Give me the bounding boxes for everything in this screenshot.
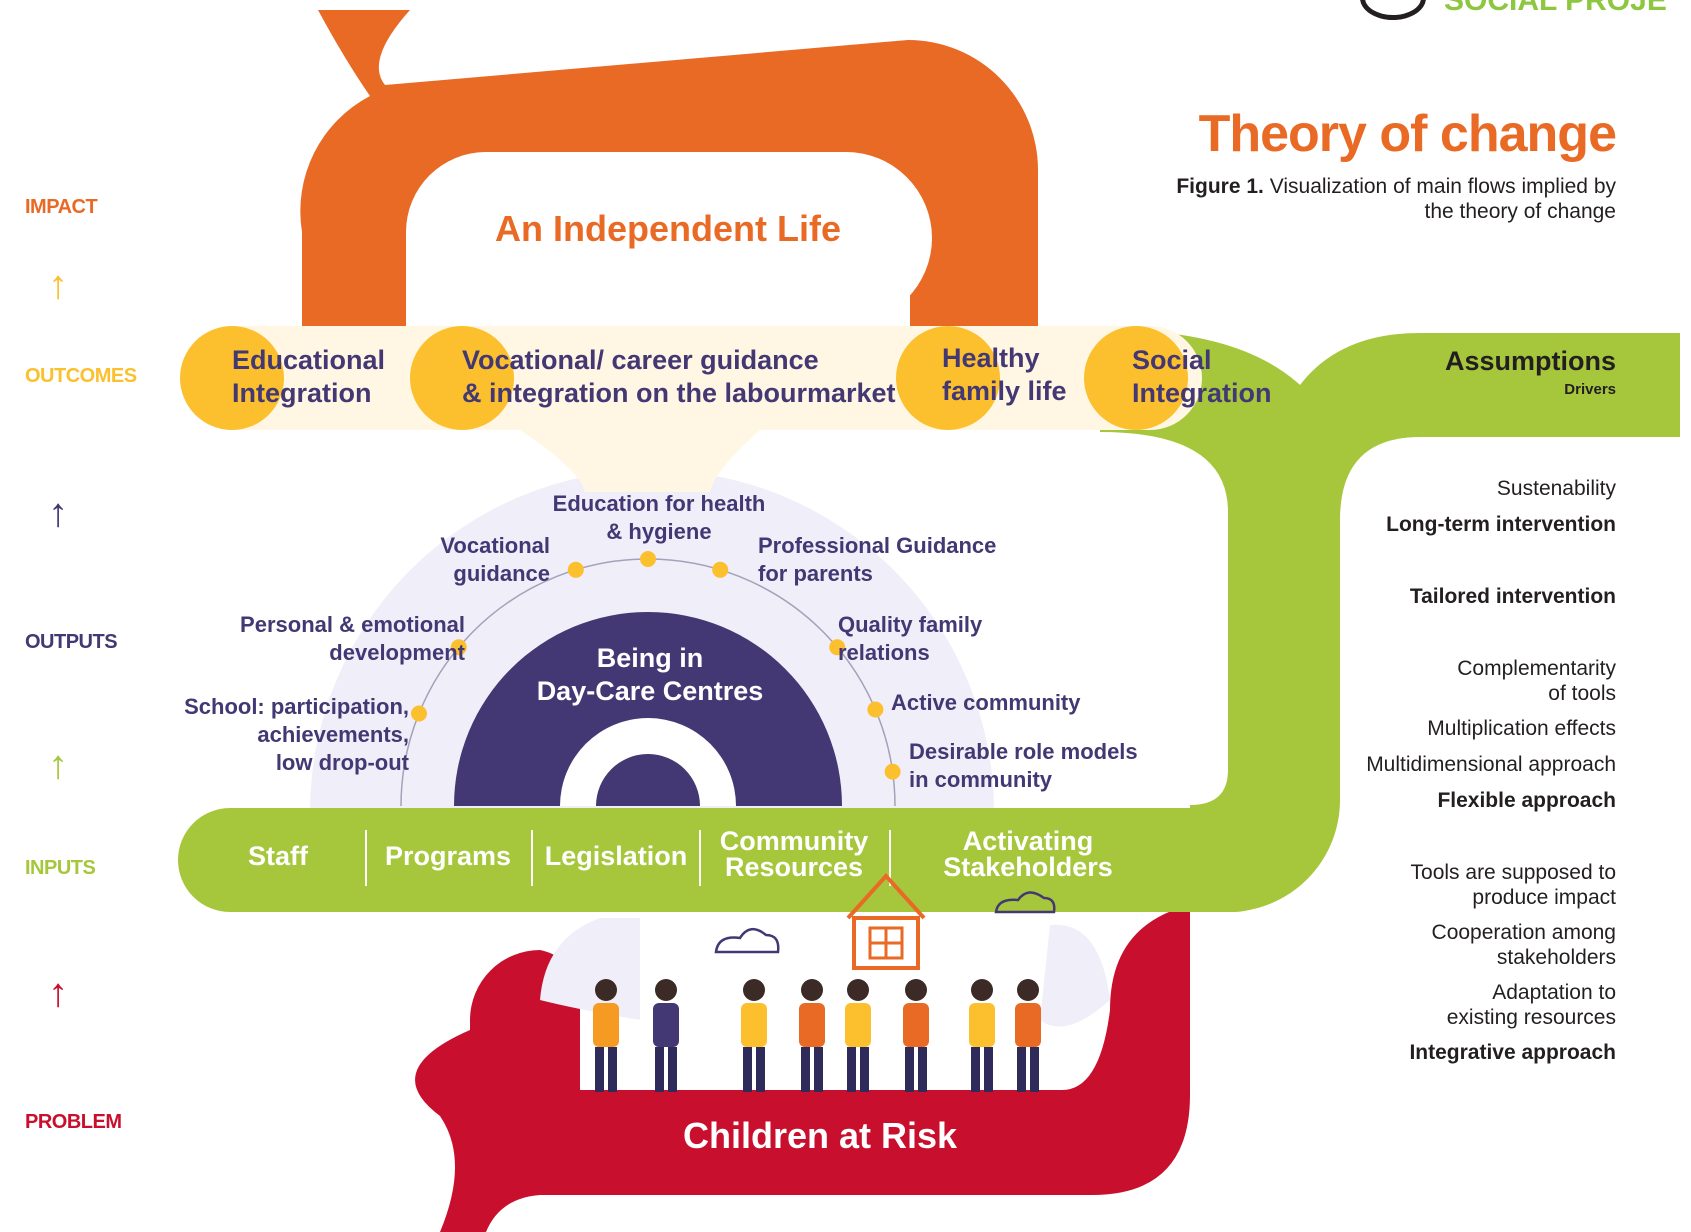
problem-label: Children at Risk (683, 1115, 958, 1156)
outcome-dot (410, 326, 514, 430)
output-dot (884, 763, 901, 780)
child-figure (741, 979, 767, 1092)
assumption-item: Complementarity of tools (1457, 657, 1616, 705)
day-care-centre-core (454, 612, 842, 806)
level-label-outputs: OUTPUTS (25, 631, 118, 653)
level-label-inputs: INPUTS (25, 857, 96, 879)
input-label: Staff (248, 841, 309, 871)
outcome-label: Vocational/ career guidance& integration… (462, 345, 896, 408)
caption-text: Visualization of main flows implied by t… (1269, 175, 1616, 223)
cloud-icon (714, 928, 780, 954)
output-dot (829, 639, 846, 656)
assumption-item: Integrative approach (1409, 1041, 1616, 1064)
assumption-item: Adaptation to existing resources (1446, 981, 1616, 1029)
outcome-dot (1084, 326, 1188, 430)
assumption-item: Tailored intervention (1409, 585, 1616, 608)
corner-title: SOCIAL PROJE (1444, 0, 1667, 17)
figure-caption: Figure 1. Visualization of main flows im… (1176, 174, 1616, 224)
house-icon (846, 873, 926, 970)
child-figure (1015, 979, 1041, 1092)
cloud-icon (994, 891, 1056, 914)
output-dot (410, 705, 427, 722)
assumptions-title: Assumptions (1444, 346, 1616, 376)
input-label: Programs (385, 841, 511, 871)
assumptions-subtitle: Drivers (1564, 381, 1616, 398)
caption-label: Figure 1. (1176, 175, 1264, 198)
output-dot (567, 561, 584, 578)
output-dot (640, 551, 656, 567)
level-label-problem: PROBLEM (25, 1111, 122, 1133)
impact-band (300, 10, 1038, 330)
child-figure (799, 979, 825, 1092)
output-dot (450, 639, 467, 656)
outcome-funnel (520, 430, 760, 492)
impact-label: An Independent Life (495, 208, 841, 249)
level-label-outcomes: OUTCOMES (25, 365, 137, 387)
children-illustration (593, 979, 1041, 1092)
problem-band (415, 905, 1191, 1232)
lilac-shape-right (1040, 924, 1110, 1027)
assumptions-band (1100, 330, 1680, 912)
page-title: Theory of change (1198, 105, 1617, 163)
assumption-item: Long-term intervention (1386, 513, 1616, 536)
up-arrow-icon: ↑ (48, 743, 68, 787)
output-label: School: participation,achievements,low d… (184, 694, 410, 775)
up-arrow-icon: ↑ (48, 263, 68, 307)
assumption-item: Cooperation among stakeholders (1431, 921, 1616, 969)
child-figure (653, 979, 679, 1092)
core-outer-half (454, 612, 842, 806)
child-figure (969, 979, 995, 1092)
output-dot (867, 701, 884, 718)
outcome-dot (180, 326, 284, 430)
assumption-item: Multiplication effects (1427, 717, 1616, 740)
input-label: Legislation (545, 841, 688, 871)
impact-label-pill (406, 152, 932, 324)
core-inner-dot (596, 754, 700, 806)
output-dot (712, 561, 729, 578)
output-label: Active community (891, 690, 1081, 715)
child-figure (903, 979, 929, 1092)
outcome-dot (896, 326, 1000, 430)
assumption-item: Multidimensional approach (1366, 753, 1616, 776)
assumption-item: Sustenability (1496, 477, 1616, 500)
up-arrow-icon: ↑ (48, 971, 68, 1015)
child-figure (845, 979, 871, 1092)
inputs-band (178, 808, 1286, 912)
assumption-item: Tools are supposed to produce impact (1410, 861, 1616, 909)
child-figure (593, 979, 619, 1092)
level-label-impact: IMPACT (25, 196, 98, 218)
output-label: Education for health& hygiene (553, 491, 766, 544)
assumption-item: Flexible approach (1437, 789, 1616, 812)
up-arrow-icon: ↑ (48, 491, 68, 535)
